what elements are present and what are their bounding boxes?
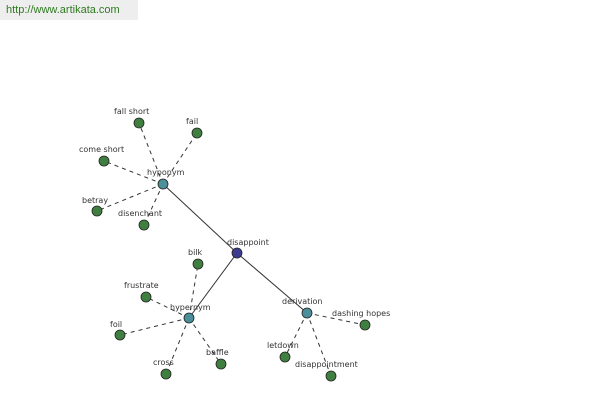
center-node bbox=[231, 247, 243, 259]
relation-node-derivation bbox=[301, 307, 313, 319]
word-node-fall-short bbox=[133, 117, 145, 129]
edge-betray bbox=[96, 183, 164, 212]
word-node-fail bbox=[191, 127, 203, 139]
word-node-disappointment bbox=[325, 370, 337, 382]
word-node-betray bbox=[91, 205, 103, 217]
word-label-foil: foil bbox=[110, 320, 122, 329]
word-label-disenchant: disenchant bbox=[118, 209, 162, 218]
edge-fall-short bbox=[138, 122, 164, 185]
word-node-disenchant bbox=[138, 219, 150, 231]
relation-label-hypernym: hypernym bbox=[170, 303, 211, 312]
edge-come-short bbox=[103, 160, 164, 185]
relation-node-hyponym bbox=[157, 178, 169, 190]
center-label: disappoint bbox=[227, 238, 269, 247]
word-label-cross: cross bbox=[153, 358, 174, 367]
word-node-letdown bbox=[279, 351, 291, 363]
edge-bilk bbox=[188, 263, 199, 319]
word-node-come-short bbox=[98, 155, 110, 167]
relation-label-derivation: derivation bbox=[282, 297, 322, 306]
word-label-fall-short: fall short bbox=[114, 107, 149, 116]
edge-hypernym bbox=[188, 252, 238, 319]
word-label-bilk: bilk bbox=[188, 248, 203, 257]
word-node-foil bbox=[114, 329, 126, 341]
nodes-layer bbox=[91, 117, 371, 382]
edge-derivation bbox=[236, 252, 308, 314]
relation-node-hypernym bbox=[183, 312, 195, 324]
edge-disappointment bbox=[306, 312, 332, 377]
edge-foil bbox=[119, 317, 190, 336]
word-node-bilk bbox=[192, 258, 204, 270]
word-label-baffle: baffle bbox=[206, 348, 229, 357]
relation-label-hyponym: hyponym bbox=[147, 168, 185, 177]
word-label-dashing-hopes: dashing hopes bbox=[332, 309, 390, 318]
word-node-frustrate bbox=[140, 291, 152, 303]
word-label-disappointment: disappointment bbox=[295, 360, 358, 369]
edges-layer bbox=[96, 122, 366, 377]
word-label-come-short: come short bbox=[79, 145, 124, 154]
word-label-betray: betray bbox=[82, 196, 108, 205]
edge-cross bbox=[165, 317, 190, 375]
labels-layer: fall short fail come short betray disenchant… bbox=[79, 107, 390, 369]
word-label-letdown: letdown bbox=[267, 341, 299, 350]
site-url[interactable]: http://www.artikata.com bbox=[0, 0, 138, 20]
edge-dashing-hopes bbox=[306, 312, 366, 326]
edge-baffle bbox=[188, 317, 222, 365]
edge-letdown bbox=[284, 312, 308, 358]
word-label-fail: fail bbox=[186, 117, 198, 126]
word-node-dashing-hopes bbox=[359, 319, 371, 331]
edge-hyponym bbox=[162, 183, 238, 254]
word-node-baffle bbox=[215, 358, 227, 370]
word-label-frustrate: frustrate bbox=[124, 281, 159, 290]
edge-fail bbox=[162, 132, 198, 185]
word-node-cross bbox=[160, 368, 172, 380]
